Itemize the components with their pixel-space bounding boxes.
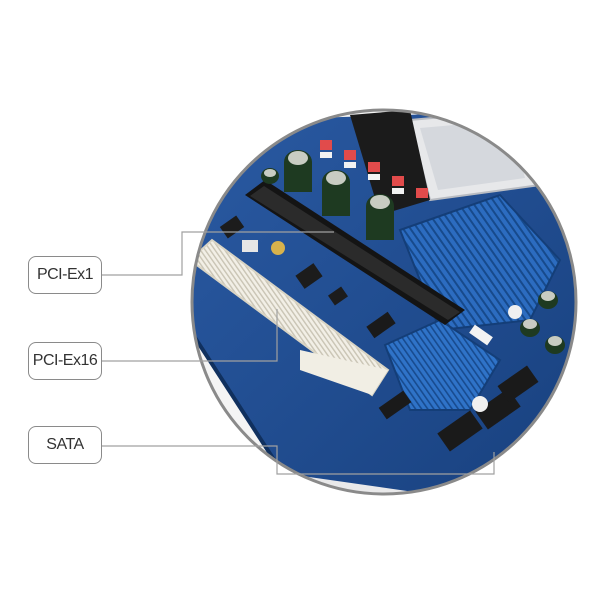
- board-magnified-view: [192, 110, 576, 494]
- callout-label-pcie-x1: PCI-Ex1: [28, 256, 102, 294]
- vrm-components: [320, 140, 428, 198]
- leader-lines: [102, 231, 495, 475]
- callout-label-pcie-x16: PCI-Ex16: [28, 342, 102, 380]
- magnifier-ring: [190, 108, 578, 496]
- leader-line-pcie-x1: [102, 231, 334, 276]
- leader-line-sata: [102, 445, 495, 475]
- sata-connectors: [437, 305, 539, 452]
- capacitors: [261, 150, 565, 354]
- pin-headers: [366, 311, 493, 420]
- small-chips: [219, 215, 348, 306]
- leader-line-pcie-x16: [102, 309, 278, 362]
- callout-label-sata: SATA: [28, 426, 102, 464]
